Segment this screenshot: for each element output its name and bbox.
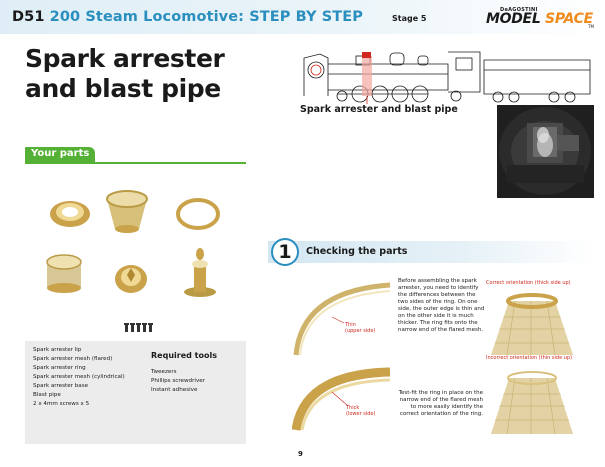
ring-thick-photo (292, 362, 393, 432)
step-paragraph-1: Before assembling the spark arrester, yo… (398, 278, 485, 333)
list-item: Spark arrester ring (33, 365, 86, 371)
step-number: 1 (271, 238, 299, 266)
step-title: Checking the parts (306, 246, 408, 257)
list-item: 2 x 4mm screws x 5 (33, 401, 90, 407)
list-item: Spark arrester mesh (flared) (33, 356, 113, 362)
correct-orientation-label: Correct orientation (thick side up) (486, 280, 571, 286)
your-parts-tab: Your parts (25, 147, 95, 162)
incorrect-orientation-photo (485, 364, 578, 434)
tools-list: Tweezers Phillips screwdriver Instant ad… (151, 368, 205, 395)
list-item: Spark arrester base (33, 383, 89, 389)
series-title: D51 200 Steam Locomotive: STEP BY STEP (12, 9, 364, 25)
required-tools-heading: Required tools (151, 351, 217, 360)
page-number: 9 (298, 450, 303, 458)
parts-list-panel: Spark arrester lip Spark arrester mesh (… (25, 341, 246, 444)
parts-list: Spark arrester lip Spark arrester mesh (… (33, 346, 125, 409)
smokebox-photo (497, 105, 594, 198)
incorrect-orientation-label: Incorrect orientation (thin side up) (486, 355, 573, 361)
list-item: Phillips screwdriver (151, 378, 206, 384)
parts-photo (25, 164, 246, 341)
page-title: Spark arrester and blast pipe (25, 44, 225, 103)
thin-label: Thin(upper side) (345, 322, 376, 334)
brand-tm: TM (588, 24, 594, 29)
header-band: D51 200 Steam Locomotive: STEP BY STEP S… (0, 0, 605, 34)
locomotive-diagram (303, 51, 591, 104)
step-paragraph-2: Test-fit the ring in place on the narrow… (398, 390, 483, 417)
thick-label: Thick(lower side) (346, 405, 376, 417)
brand-logo: MODEL SPACE (486, 11, 593, 27)
list-item: Blast pipe (33, 392, 61, 398)
list-item: Tweezers (151, 369, 177, 375)
list-item: Spark arrester mesh (cylindrical) (33, 374, 125, 380)
ring-thin-photo (292, 277, 393, 357)
list-item: Spark arrester lip (33, 347, 82, 353)
list-item: Instant adhesive (151, 387, 198, 393)
correct-orientation-photo (485, 289, 578, 355)
step-header-bar (268, 241, 595, 263)
brand-publisher: DeAGOSTINI (500, 7, 538, 13)
stage-label: Stage 5 (392, 14, 427, 23)
locomotive-caption: Spark arrester and blast pipe (300, 104, 458, 115)
your-parts-panel: Spark arrester lip Spark arrester mesh (… (25, 162, 246, 444)
